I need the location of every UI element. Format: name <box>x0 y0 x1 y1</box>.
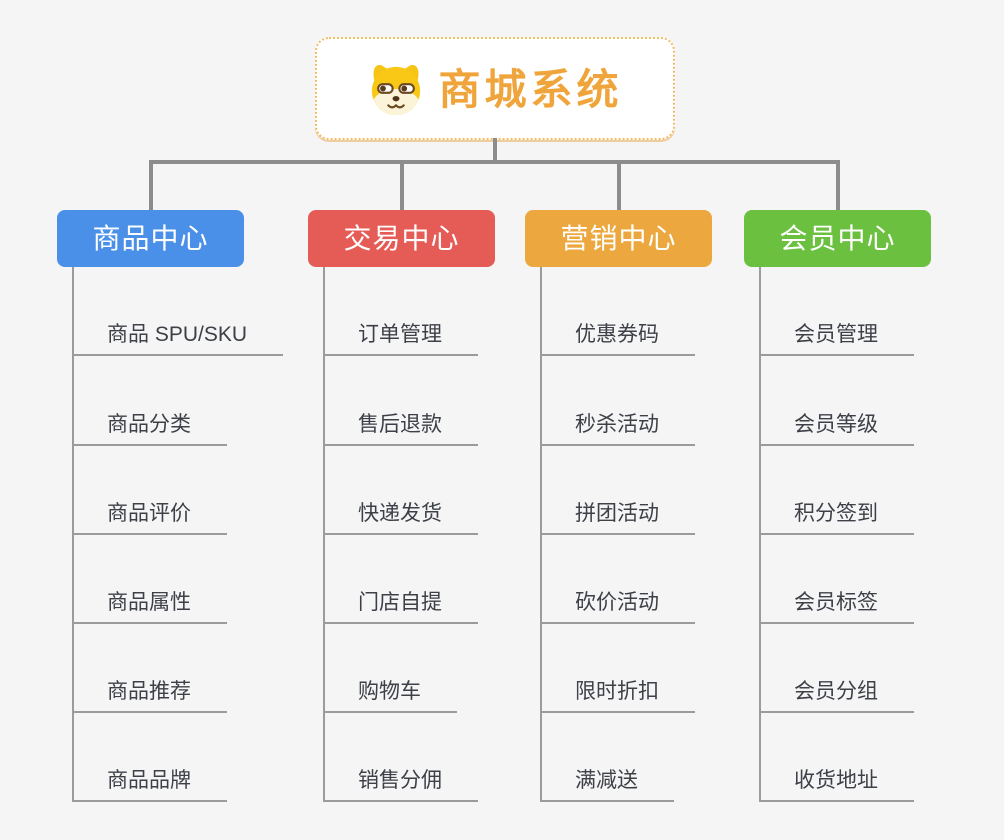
child-node[interactable]: 商品评价 <box>74 499 227 535</box>
root-node[interactable]: 商城系统 <box>315 37 675 140</box>
child-node[interactable]: 商品属性 <box>74 588 227 624</box>
branch-children-column: 优惠券码秒杀活动拼团活动砍价活动限时折扣满减送 <box>540 267 695 802</box>
child-node[interactable]: 会员标签 <box>761 588 914 624</box>
child-node[interactable]: 快递发货 <box>325 499 478 535</box>
child-node[interactable]: 售后退款 <box>325 410 478 446</box>
child-node[interactable]: 商品 SPU/SKU <box>74 320 284 356</box>
child-node[interactable]: 销售分佣 <box>325 766 478 802</box>
child-node[interactable]: 会员管理 <box>761 320 914 356</box>
connector-branch-stub <box>148 160 153 211</box>
connector-branch-stub <box>835 160 840 211</box>
child-node[interactable]: 收货地址 <box>761 766 914 802</box>
child-node[interactable]: 秒杀活动 <box>542 410 695 446</box>
child-node[interactable]: 商品推荐 <box>74 677 227 713</box>
child-node[interactable]: 砍价活动 <box>542 588 695 624</box>
root-title: 商城系统 <box>438 65 623 113</box>
child-node[interactable]: 限时折扣 <box>542 677 695 713</box>
branch-label: 会员中心 <box>779 222 896 254</box>
connector-branch-stub <box>616 160 621 211</box>
connector-horizontal-rail <box>148 160 840 164</box>
branch-children-column: 会员管理会员等级积分签到会员标签会员分组收货地址 <box>759 267 914 802</box>
branch-node[interactable]: 会员中心 <box>744 210 931 267</box>
child-node[interactable]: 购物车 <box>325 677 457 713</box>
branch-node[interactable]: 营销中心 <box>525 210 712 267</box>
branch-children-column: 商品 SPU/SKU 商品分类商品评价商品属性商品推荐商品品牌 <box>72 267 284 802</box>
child-node[interactable]: 积分签到 <box>761 499 914 535</box>
child-node[interactable]: 商品品牌 <box>74 766 227 802</box>
child-node[interactable]: 拼团活动 <box>542 499 695 535</box>
child-node[interactable]: 门店自提 <box>325 588 478 624</box>
child-node[interactable]: 会员等级 <box>761 410 914 446</box>
shiba-dog-icon <box>367 62 425 116</box>
connector-branch-stub <box>399 160 404 211</box>
child-node[interactable]: 满减送 <box>542 766 674 802</box>
branch-children-column: 订单管理售后退款快递发货门店自提购物车销售分佣 <box>323 267 478 802</box>
branch-label: 商品中心 <box>92 222 209 254</box>
child-node[interactable]: 商品分类 <box>74 410 227 446</box>
branch-label: 营销中心 <box>560 222 677 254</box>
branch-label: 交易中心 <box>343 222 460 254</box>
child-node[interactable]: 会员分组 <box>761 677 914 713</box>
branch-node[interactable]: 交易中心 <box>308 210 495 267</box>
child-node[interactable]: 订单管理 <box>325 320 478 356</box>
connector-root-stem <box>493 138 497 163</box>
child-node[interactable]: 优惠券码 <box>542 320 695 356</box>
branch-node[interactable]: 商品中心 <box>57 210 244 267</box>
